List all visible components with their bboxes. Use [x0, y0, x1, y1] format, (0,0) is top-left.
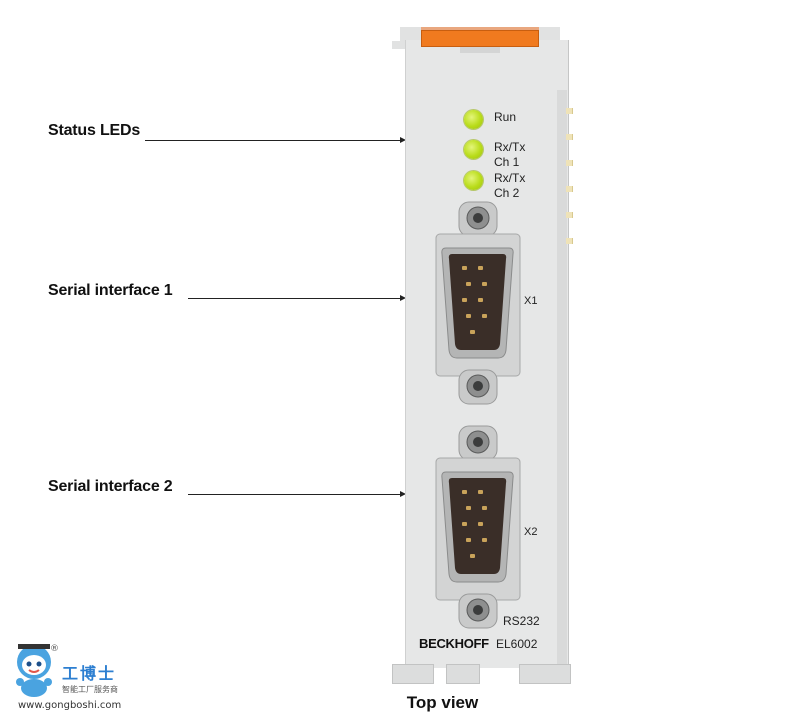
pins-connector-1	[462, 266, 487, 334]
run-led	[464, 110, 483, 129]
port-label-x1: X1	[524, 295, 538, 307]
side-contact	[566, 134, 573, 140]
callout-serial-interface-1: Serial interface 1	[48, 282, 173, 299]
orange-release-tab	[421, 30, 539, 47]
rx-tx-ch2-led	[464, 171, 483, 190]
watermark-subtitle: 智能工厂服务商	[62, 685, 118, 694]
screw-top-1	[458, 201, 498, 237]
side-contact	[566, 212, 573, 218]
side-contact	[566, 108, 573, 114]
module-top-notch-left	[392, 27, 400, 41]
module-bottom-foot-left	[392, 664, 434, 684]
module-bottom-foot-mid	[446, 664, 480, 684]
orange-tab-top	[421, 27, 539, 31]
leader-line-serial-1	[188, 298, 400, 299]
callout-status-leds: Status LEDs	[48, 122, 141, 139]
side-contact	[566, 238, 573, 244]
screw-top-2	[458, 425, 498, 461]
leader-line-status-leds	[145, 140, 400, 141]
figure-caption: Top view	[406, 693, 479, 712]
rx-tx-ch2-label-line1: Rx/Tx	[494, 171, 526, 185]
watermark-url: www.gongboshi.com	[18, 700, 122, 711]
port-label-x2: X2	[524, 526, 538, 538]
rx-tx-ch1-label-line1: Rx/Tx	[494, 140, 526, 154]
side-contact	[566, 160, 573, 166]
rx-tx-ch2-label-line2: Ch 2	[494, 186, 520, 200]
rx-tx-ch1-label-line2: Ch 1	[494, 155, 520, 169]
module-side-rail	[557, 90, 567, 668]
callout-serial-interface-2: Serial interface 2	[48, 478, 173, 495]
model-label: EL6002	[496, 637, 538, 651]
module-top-notch-right	[560, 27, 568, 41]
pins-connector-2	[462, 490, 487, 558]
screw-bottom-2	[458, 593, 498, 629]
screw-bottom-1	[458, 369, 498, 405]
arrow-serial-1	[400, 295, 406, 301]
serial-connector-1	[435, 201, 521, 405]
rx-tx-ch1-led	[464, 140, 483, 159]
mascot-logo-icon	[16, 644, 52, 697]
leader-line-serial-2	[188, 494, 400, 495]
arrow-status-leds	[400, 137, 406, 143]
serial-connector-2	[435, 425, 521, 629]
arrow-serial-2	[400, 491, 406, 497]
tab-shadow	[460, 47, 500, 53]
run-led-label: Run	[494, 110, 517, 124]
module-bottom-foot-right	[519, 664, 571, 684]
brand-label: BECKHOFF	[419, 636, 489, 651]
watermark-title: 工博士	[62, 664, 117, 683]
side-contact	[566, 186, 573, 192]
interface-type-label: RS232	[503, 614, 540, 628]
watermark-registered: ®	[50, 644, 59, 654]
